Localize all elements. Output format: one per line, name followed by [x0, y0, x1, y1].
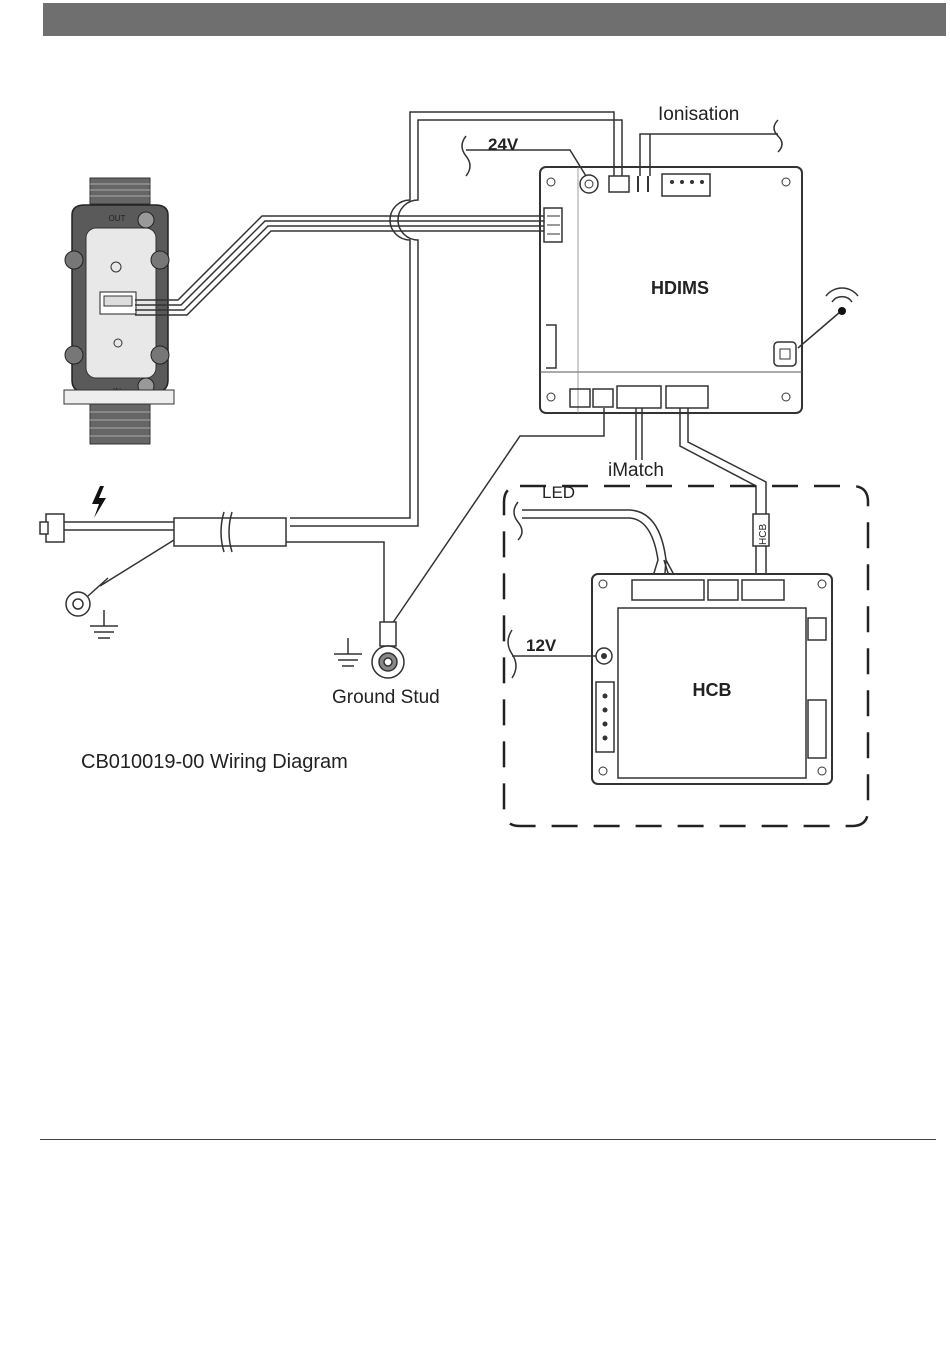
- ground-symbol-icon: [334, 638, 362, 666]
- ionisation-label: Ionisation: [658, 104, 739, 125]
- v12-label: 12V: [526, 636, 557, 655]
- hdims-board: HDIMS: [540, 167, 802, 413]
- lightning-icon: [92, 486, 106, 518]
- valve-out-label: OUT: [109, 214, 126, 223]
- imatch-label: iMatch: [608, 460, 664, 481]
- footer-rule: [40, 1139, 936, 1140]
- v24-label: 24V: [488, 135, 519, 154]
- hcb-board: HCB: [592, 574, 832, 784]
- diagram-caption: CB010019-00 Wiring Diagram: [81, 751, 348, 773]
- ground-stud-icon: [372, 622, 404, 678]
- hcb-label: HCB: [693, 680, 732, 700]
- ground-stud-label: Ground Stud: [332, 687, 440, 708]
- valve-unit: OUT IN: [64, 178, 174, 444]
- antenna-icon: [798, 288, 858, 348]
- led-label: LED: [542, 483, 575, 502]
- hdims-label: HDIMS: [651, 278, 709, 298]
- ground-symbol-icon: [90, 610, 118, 638]
- hcb-cable-label: HCB: [758, 524, 769, 545]
